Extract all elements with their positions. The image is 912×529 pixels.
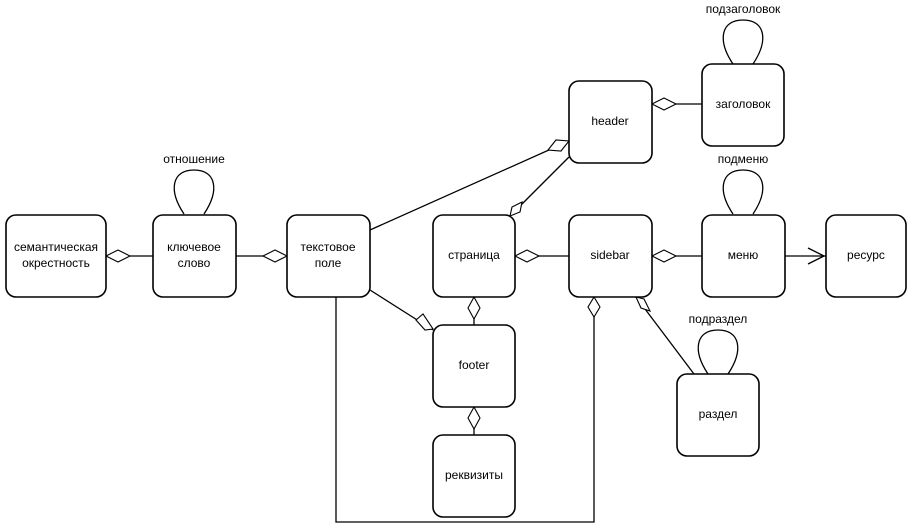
- self-loop-section: [697, 329, 739, 375]
- diamond-footer-requisites: [467, 405, 481, 431]
- node-title: заголовок: [701, 63, 785, 147]
- node-header-label: header: [591, 114, 628, 128]
- diamond-page-header: [509, 201, 523, 217]
- node-sidebar-label: sidebar: [590, 248, 629, 262]
- node-resource-label: ресурс: [847, 248, 885, 262]
- edge-textfield-sidebar: [335, 297, 595, 523]
- edge-textfield-header: [369, 140, 570, 231]
- node-page: страница: [432, 214, 516, 298]
- loop-label-subsection: подраздел: [689, 312, 748, 326]
- node-section: раздел: [676, 373, 760, 457]
- node-text-field: текстовое поле: [286, 214, 371, 298]
- node-page-label: страница: [448, 248, 500, 262]
- diamond-sidebar-section: [635, 296, 652, 312]
- self-loop-keyword: [173, 169, 215, 215]
- node-menu: меню: [701, 214, 786, 298]
- loop-label-submenu: подменю: [718, 152, 768, 166]
- diamond-sidebar-menu: [650, 249, 678, 263]
- diamond-keyword-semantic: [104, 249, 132, 263]
- node-footer-label: footer: [459, 358, 490, 372]
- loop-label-relation: отношение: [163, 152, 225, 166]
- diamond-page-sidebar: [513, 249, 541, 263]
- self-loops: [173, 19, 764, 375]
- diamond-title-header: [650, 97, 678, 111]
- node-header: header: [568, 80, 653, 164]
- node-menu-label: меню: [728, 248, 759, 262]
- diamonds: [104, 97, 678, 431]
- self-loop-title: [722, 19, 764, 65]
- node-sidebar: sidebar: [568, 214, 653, 298]
- node-section-label: раздел: [699, 407, 738, 421]
- diamond-header-textfield: [546, 139, 571, 152]
- node-semantic-line1: семантическая: [14, 240, 98, 254]
- node-textfield-line1: текстовое: [300, 240, 355, 254]
- diamond-page-footer: [467, 295, 481, 321]
- diamond-footer-textfield: [415, 313, 434, 331]
- node-footer: footer: [432, 324, 516, 408]
- node-title-label: заголовок: [716, 97, 771, 111]
- node-resource: ресурс: [825, 214, 907, 298]
- self-loop-menu: [722, 169, 764, 215]
- node-keyword: ключевое слово: [152, 214, 237, 298]
- nodes: семантическая окрестность ключевое слово…: [5, 63, 907, 518]
- diamond-textfield-keyword: [261, 249, 289, 263]
- node-semantic-line2: окрестность: [22, 256, 90, 270]
- node-textfield-line2: поле: [315, 256, 342, 270]
- loop-labels: отношение подзаголовок подменю подраздел: [163, 2, 781, 326]
- node-semantic-neighborhood: семантическая окрестность: [5, 214, 107, 298]
- connections: [106, 103, 826, 523]
- node-keyword-line1: ключевое: [167, 240, 221, 254]
- node-requisites-label: реквизиты: [445, 468, 503, 482]
- node-keyword-line2: слово: [178, 256, 211, 270]
- node-requisites: реквизиты: [432, 434, 516, 518]
- arrowhead: [807, 247, 826, 265]
- loop-label-subtitle: подзаголовок: [706, 2, 781, 16]
- diamond-sidebar-textfield: [587, 295, 601, 319]
